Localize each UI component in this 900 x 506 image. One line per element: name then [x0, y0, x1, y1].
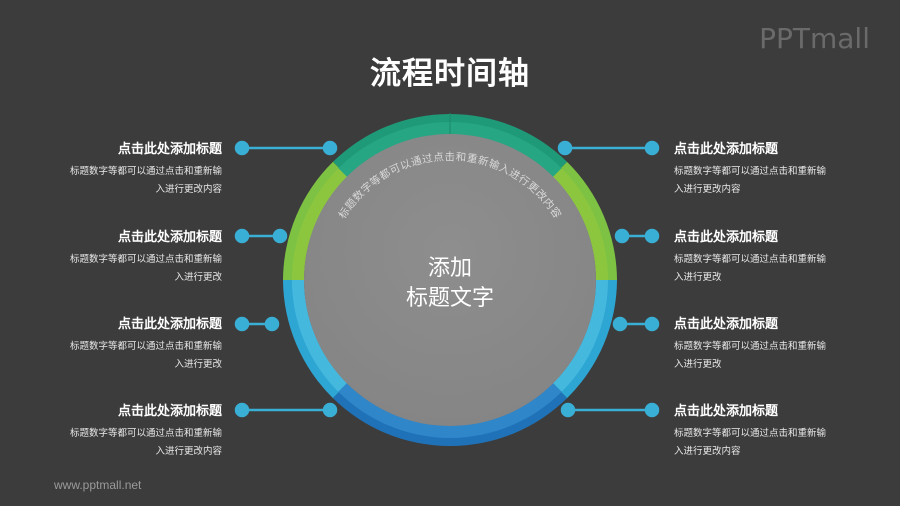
item-title: 点击此处添加标题: [117, 230, 222, 245]
timeline-item-left-4[interactable]: 点击此处添加标题 标题数字等都可以通过点击和重新输 入进行更改内容: [22, 403, 222, 461]
brand-logo: PPTmall: [759, 22, 870, 55]
item-description: 标题数字等都可以通过点击和重新输 入进行更改: [69, 254, 222, 283]
ring-segment-bottom: [332, 383, 568, 447]
center-title: 添加 标题文字: [350, 254, 550, 314]
timeline-item-left-1[interactable]: 点击此处添加标题 标题数字等都可以通过点击和重新输 入进行更改内容: [22, 141, 222, 199]
item-description: 标题数字等都可以通过点击和重新输 入进行更改: [674, 341, 827, 370]
item-title: 点击此处添加标题: [674, 317, 779, 332]
ring-segment-top: [332, 113, 568, 177]
timeline-item-left-2[interactable]: 点击此处添加标题 标题数字等都可以通过点击和重新输 入进行更改: [22, 229, 222, 287]
footer-url[interactable]: www.pptmall.net: [54, 478, 142, 492]
timeline-item-right-2[interactable]: 点击此处添加标题 标题数字等都可以通过点击和重新输 入进行更改: [674, 229, 874, 287]
item-title: 点击此处添加标题: [117, 142, 222, 157]
connectors: [234, 140, 660, 418]
timeline-item-left-3[interactable]: 点击此处添加标题 标题数字等都可以通过点击和重新输 入进行更改: [22, 316, 222, 374]
item-description: 标题数字等都可以通过点击和重新输 入进行更改: [69, 341, 222, 370]
center-title-line1: 添加: [427, 256, 472, 281]
item-description: 标题数字等都可以通过点击和重新输 入进行更改内容: [69, 428, 222, 457]
item-description: 标题数字等都可以通过点击和重新输 入进行更改内容: [674, 166, 827, 195]
item-title: 点击此处添加标题: [674, 142, 779, 157]
item-title: 点击此处添加标题: [117, 317, 222, 332]
item-description: 标题数字等都可以通过点击和重新输 入进行更改内容: [69, 166, 222, 195]
page-title: 流程时间轴: [370, 56, 530, 92]
center-disk: [304, 134, 596, 426]
item-title: 点击此处添加标题: [674, 230, 779, 245]
item-title: 点击此处添加标题: [674, 404, 779, 419]
item-description: 标题数字等都可以通过点击和重新输 入进行更改内容: [674, 428, 827, 457]
progress-ring: [283, 113, 617, 447]
item-title: 点击此处添加标题: [117, 404, 222, 419]
timeline-item-right-4[interactable]: 点击此处添加标题 标题数字等都可以通过点击和重新输 入进行更改内容: [674, 403, 874, 461]
timeline-item-right-3[interactable]: 点击此处添加标题 标题数字等都可以通过点击和重新输 入进行更改: [674, 316, 874, 374]
timeline-item-right-1[interactable]: 点击此处添加标题 标题数字等都可以通过点击和重新输 入进行更改内容: [674, 141, 874, 199]
item-description: 标题数字等都可以通过点击和重新输 入进行更改: [674, 254, 827, 283]
center-title-line2: 标题文字: [405, 286, 494, 311]
